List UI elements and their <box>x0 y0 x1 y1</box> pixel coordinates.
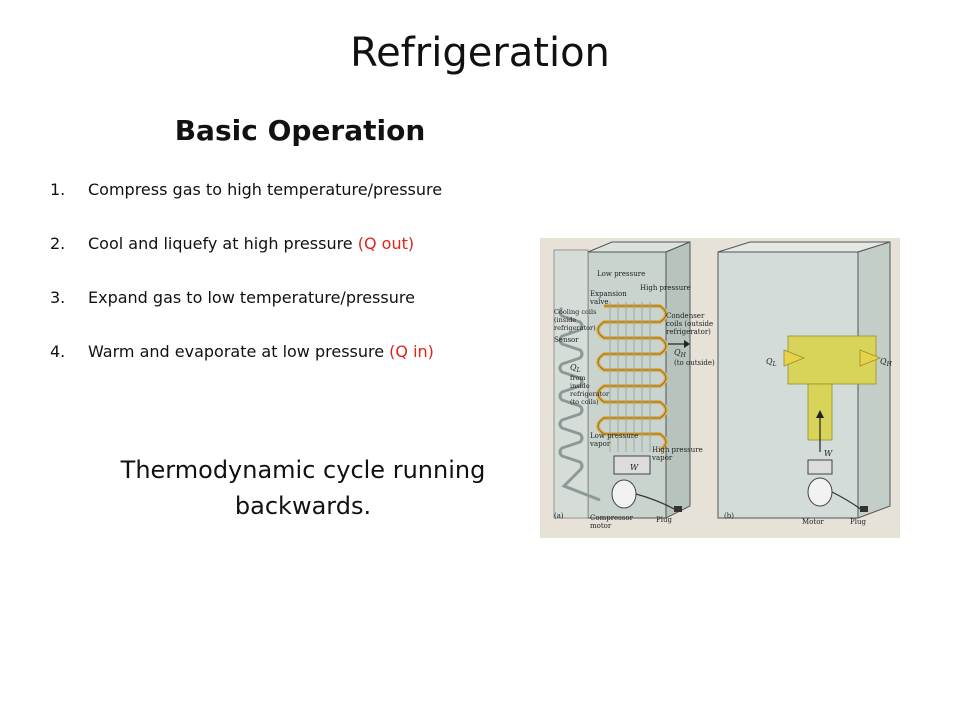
step-item: 4. Warm and evaporate at low pressure (Q … <box>50 342 530 396</box>
label-from-4: (to coils) <box>570 398 599 406</box>
step-text: Warm and evaporate at low pressure <box>88 342 390 361</box>
plug-a <box>674 506 682 512</box>
step-item: 3. Expand gas to low temperature/pressure <box>50 288 530 342</box>
label-w-a: W <box>630 463 639 472</box>
steps-list: 1. Compress gas to high temperature/press… <box>50 180 530 396</box>
label-qh-b: QH <box>880 357 893 368</box>
step-note-q-in: (Q in) <box>389 342 434 361</box>
qh-arrow-band <box>859 349 882 367</box>
panel-b: QL QH W Motor Plug (b) <box>717 241 893 526</box>
qh-arrowhead-a <box>684 340 690 348</box>
label-qh-a: QH <box>674 348 687 359</box>
step-text: Compress gas to high temperature/pressur… <box>88 180 443 199</box>
label-high-vapor-2: vapor <box>651 454 673 462</box>
step-note-q-out: (Q out) <box>357 234 415 253</box>
label-from-3: refrigerator <box>570 390 610 398</box>
step-text: Expand gas to low temperature/pressure <box>88 288 415 307</box>
plug-cord-a <box>635 493 677 511</box>
step-number: 2. <box>50 234 66 253</box>
label-condenser-3: refrigerator) <box>666 328 711 336</box>
step-text: Cool and liquefy at high pressure <box>88 234 358 253</box>
label-compressor-2: motor <box>590 522 612 530</box>
label-ql-b: QL <box>766 357 777 368</box>
motor-casing <box>807 477 833 507</box>
label-from-2: inside <box>570 382 590 390</box>
label-plug-b: Plug <box>850 518 866 526</box>
plug-cord-b <box>831 491 863 511</box>
step-number: 4. <box>50 342 66 361</box>
label-low-vapor: Low pressure <box>590 432 638 440</box>
label-expansion-valve: Expansion <box>590 290 627 298</box>
compressor-body <box>613 455 651 475</box>
step-item: 1. Compress gas to high temperature/press… <box>50 180 530 234</box>
label-plug-a: Plug <box>656 516 672 524</box>
condenser-fins <box>609 302 651 452</box>
step-number: 3. <box>50 288 66 307</box>
summary-text: Thermodynamic cycle running backwards. <box>120 456 486 520</box>
label-cooling-coils-2: (inside <box>554 316 576 324</box>
motor-body <box>807 459 833 475</box>
label-cooling-coils: Cooling coils <box>554 308 596 316</box>
label-w-b: W <box>824 449 833 458</box>
label-cooling-coils-3: refrigerator) <box>554 324 596 332</box>
label-from: from <box>570 374 586 382</box>
label-condenser: Condenser <box>666 312 705 320</box>
cabinet-b-front <box>717 251 859 519</box>
label-low-pressure: Low pressure <box>597 270 645 278</box>
label-sensor: Sensor <box>554 336 579 344</box>
ql-arrow-band <box>783 349 806 367</box>
step-item: 2. Cool and liquefy at high pressure (Q o… <box>50 234 530 288</box>
step-number: 1. <box>50 180 66 199</box>
label-qh-note: (to outside) <box>674 359 715 367</box>
condenser-coils-outline <box>597 305 667 451</box>
label-ql-a: QL <box>570 363 581 374</box>
refrigerator-figure: Low pressure Expansion valve High pressu… <box>540 238 900 538</box>
label-condenser-2: coils (outside <box>666 320 713 328</box>
cooling-coils <box>558 306 601 502</box>
refrigerator-diagram: Low pressure Expansion valve High pressu… <box>553 241 893 530</box>
label-high-vapor: High pressure <box>652 446 703 454</box>
label-panel-b: (b) <box>724 512 734 520</box>
panel-a: Low pressure Expansion valve High pressu… <box>553 241 715 530</box>
label-panel-a: (a) <box>554 512 564 520</box>
label-low-vapor-2: vapor <box>589 440 611 448</box>
compressor-motor <box>611 479 637 509</box>
label-compressor: Compressor <box>590 514 634 522</box>
w-arrowhead <box>816 410 824 418</box>
label-expansion-valve-2: valve <box>589 298 608 306</box>
slide-title: Refrigeration <box>350 30 610 76</box>
slide-subtitle: Basic Operation <box>174 114 426 147</box>
label-high-pressure: High pressure <box>640 284 691 292</box>
label-motor: Motor <box>802 518 824 526</box>
plug-b <box>860 506 868 512</box>
